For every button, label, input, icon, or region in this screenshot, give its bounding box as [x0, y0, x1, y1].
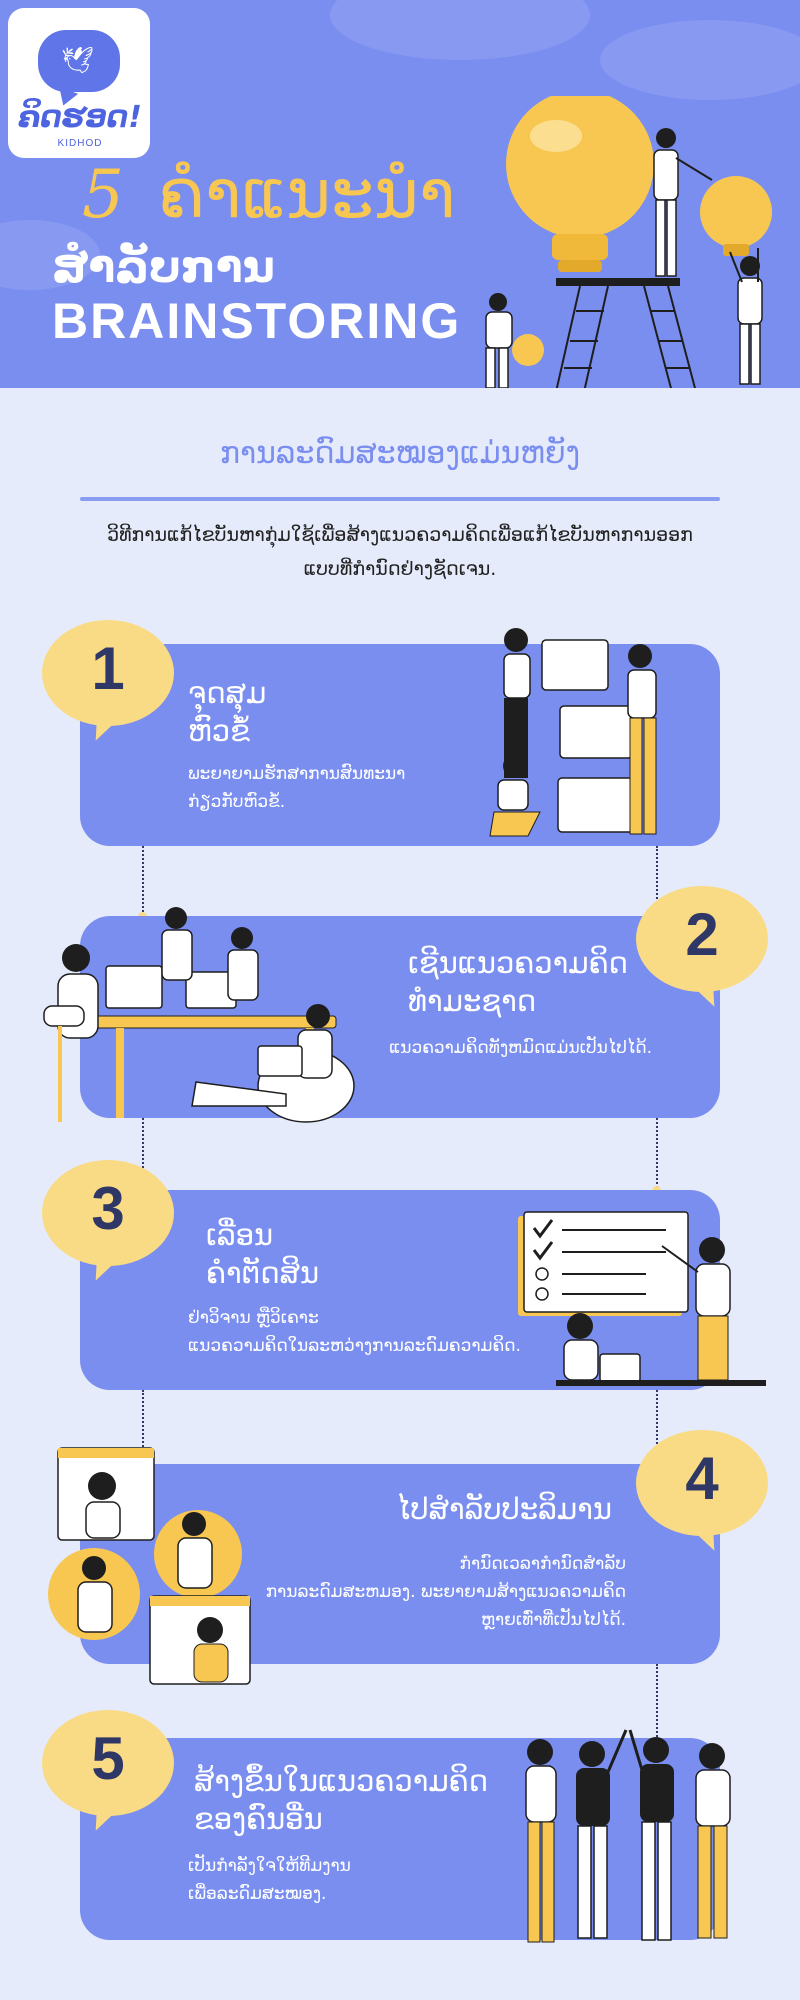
step-desc-line: ກ່ຽວກັບຫົວຂໍ້. — [188, 792, 286, 812]
step-desc-line: ພະຍາຍາມຮັກສາການສົນທະນາ — [188, 764, 406, 784]
intro-title: ການລະດົມສະໝອງແມ່ນຫຍັງ — [219, 436, 581, 471]
step-number-3: 3 — [91, 1175, 125, 1242]
logo[interactable]: 🕊 ຄິດຮອດ! KIDHOD — [8, 8, 150, 158]
connector-line — [656, 1390, 658, 1464]
lightbulb-team-illustration — [485, 96, 772, 388]
step-desc-line: ແນວຄວາມຄິດໃນລະຫວ່າງການລະດົມຄວາມຄິດ. — [188, 1336, 521, 1356]
step-title-line: ຂອງຄົນອື່ນ — [194, 1802, 323, 1836]
step-title-line: ຫົວຂໍ້ — [188, 714, 250, 748]
team-meeting-illustration — [43, 907, 355, 1123]
checklist-illustration — [518, 1211, 766, 1386]
building-blocks-illustration — [489, 628, 657, 837]
step-card-5 — [80, 1738, 720, 1940]
title-number: 5 — [82, 156, 124, 233]
step-title-4: ໄປສຳລັບປະລິມານ — [300, 1490, 612, 1528]
connector-line — [656, 1664, 658, 1740]
step-title-line: ເຊີນແນວຄວາມຄິດ — [408, 946, 628, 980]
step-title-line: ໄປສຳລັບປະລິມານ — [396, 1492, 612, 1526]
step-number-5: 5 — [91, 1725, 125, 1792]
step-desc-line: ເປັນກຳລັງໃຈໃຫ້ທີມງານ — [188, 1856, 351, 1876]
step-desc-3: ຢ່າວິຈານ ຫຼືວິເຄາະ ແນວຄວາມຄິດໃນລະຫວ່າງກາ… — [188, 1304, 521, 1360]
step-desc-line: ເພື່ອລະດົມສະໝອງ. — [188, 1884, 327, 1904]
page-subtitle: ສຳລັບການ — [52, 242, 275, 293]
step-desc-5: ເປັນກຳລັງໃຈໃຫ້ທີມງານ ເພື່ອລະດົມສະໝອງ. — [188, 1852, 351, 1908]
high-five-team-illustration — [525, 1729, 731, 1943]
step-desc-2: ແນວຄວາມຄິດທັງຫມົດແມ່ນເປັນໄປໄດ້. — [352, 1034, 652, 1062]
step-title-5: ສ້າງຂຶ້ນໃນແນວຄວາມຄິດ ຂອງຄົນອື່ນ — [194, 1762, 488, 1838]
step-number-1: 1 — [91, 635, 125, 702]
step-title-line: ສ້າງຂຶ້ນໃນແນວຄວາມຄິດ — [194, 1764, 489, 1798]
intro-divider — [80, 497, 720, 501]
connector-line — [656, 846, 658, 918]
step-desc-line: ຢ່າວິຈານ ຫຼືວິເຄາະ — [188, 1308, 319, 1328]
logo-subtext: KIDHOD — [57, 138, 103, 149]
step-number-bubble-2: 2 — [636, 886, 768, 1012]
connector-line — [142, 1390, 144, 1470]
cloud-decoration — [330, 0, 590, 60]
connector-line — [656, 1118, 658, 1188]
page-title-main: BRAINSTORING — [52, 293, 462, 349]
step-title-line: ເລື່ອນ — [206, 1218, 274, 1252]
step-title-3: ເລື່ອນ ຄຳຕັດສິນ — [206, 1216, 319, 1292]
step-number-bubble-4: 4 — [636, 1430, 768, 1556]
step-desc-line: ຫຼາຍເທົ່າທີ່ເປັນໄປໄດ້. — [481, 1610, 626, 1630]
video-call-illustration — [48, 1447, 251, 1685]
logo-text: ຄິດຮອດ! — [18, 100, 142, 135]
step-desc-line: ແນວຄວາມຄິດທັງຫມົດແມ່ນເປັນໄປໄດ້. — [389, 1038, 652, 1058]
cloud-decoration — [600, 20, 800, 100]
step-title-2: ເຊີນແນວຄວາມຄິດ ທຳມະຊາດ — [408, 944, 628, 1020]
step-desc-4: ກຳນົດເວລາກຳນົດສຳລັບ ການລະດົມສະຫມອງ. ພະຍາ… — [232, 1550, 626, 1634]
logo-bubble: 🕊 — [38, 30, 120, 92]
connector-line — [142, 1118, 144, 1192]
step-title-line: ຈຸດສຸມ — [188, 676, 267, 710]
bird-icon: 🕊 — [61, 46, 95, 76]
step-number-2: 2 — [685, 901, 719, 968]
header-banner: 🕊 ຄິດຮອດ! KIDHOD 5 ຄຳແນະນຳ ສຳລັບການ BRAI… — [0, 0, 800, 388]
step-desc-1: ພະຍາຍາມຮັກສາການສົນທະນາ ກ່ຽວກັບຫົວຂໍ້. — [188, 760, 405, 816]
intro-description: ວິທີການແກ້ໄຂບັນຫາກຸ່ມໃຊ້ເພື່ອສ້າງແນວຄວາມ… — [107, 524, 693, 580]
step-desc-line: ກຳນົດເວລາກຳນົດສຳລັບ — [459, 1554, 626, 1574]
step-number-4: 4 — [685, 1445, 719, 1512]
step-desc-line: ການລະດົມສະຫມອງ. ພະຍາຍາມສ້າງແນວຄວາມຄິດ — [265, 1582, 626, 1602]
step-number-bubble-1: 1 — [42, 620, 174, 746]
step-title-line: ຄຳຕັດສິນ — [206, 1256, 320, 1290]
page-title: ຄຳແນະນຳ — [158, 155, 456, 234]
step-title-line: ທຳມະຊາດ — [408, 984, 537, 1018]
step-title-1: ຈຸດສຸມ ຫົວຂໍ້ — [188, 674, 266, 750]
step-number-bubble-3: 3 — [42, 1160, 174, 1286]
step-number-bubble-5: 5 — [42, 1710, 174, 1836]
connector-line — [142, 846, 144, 916]
